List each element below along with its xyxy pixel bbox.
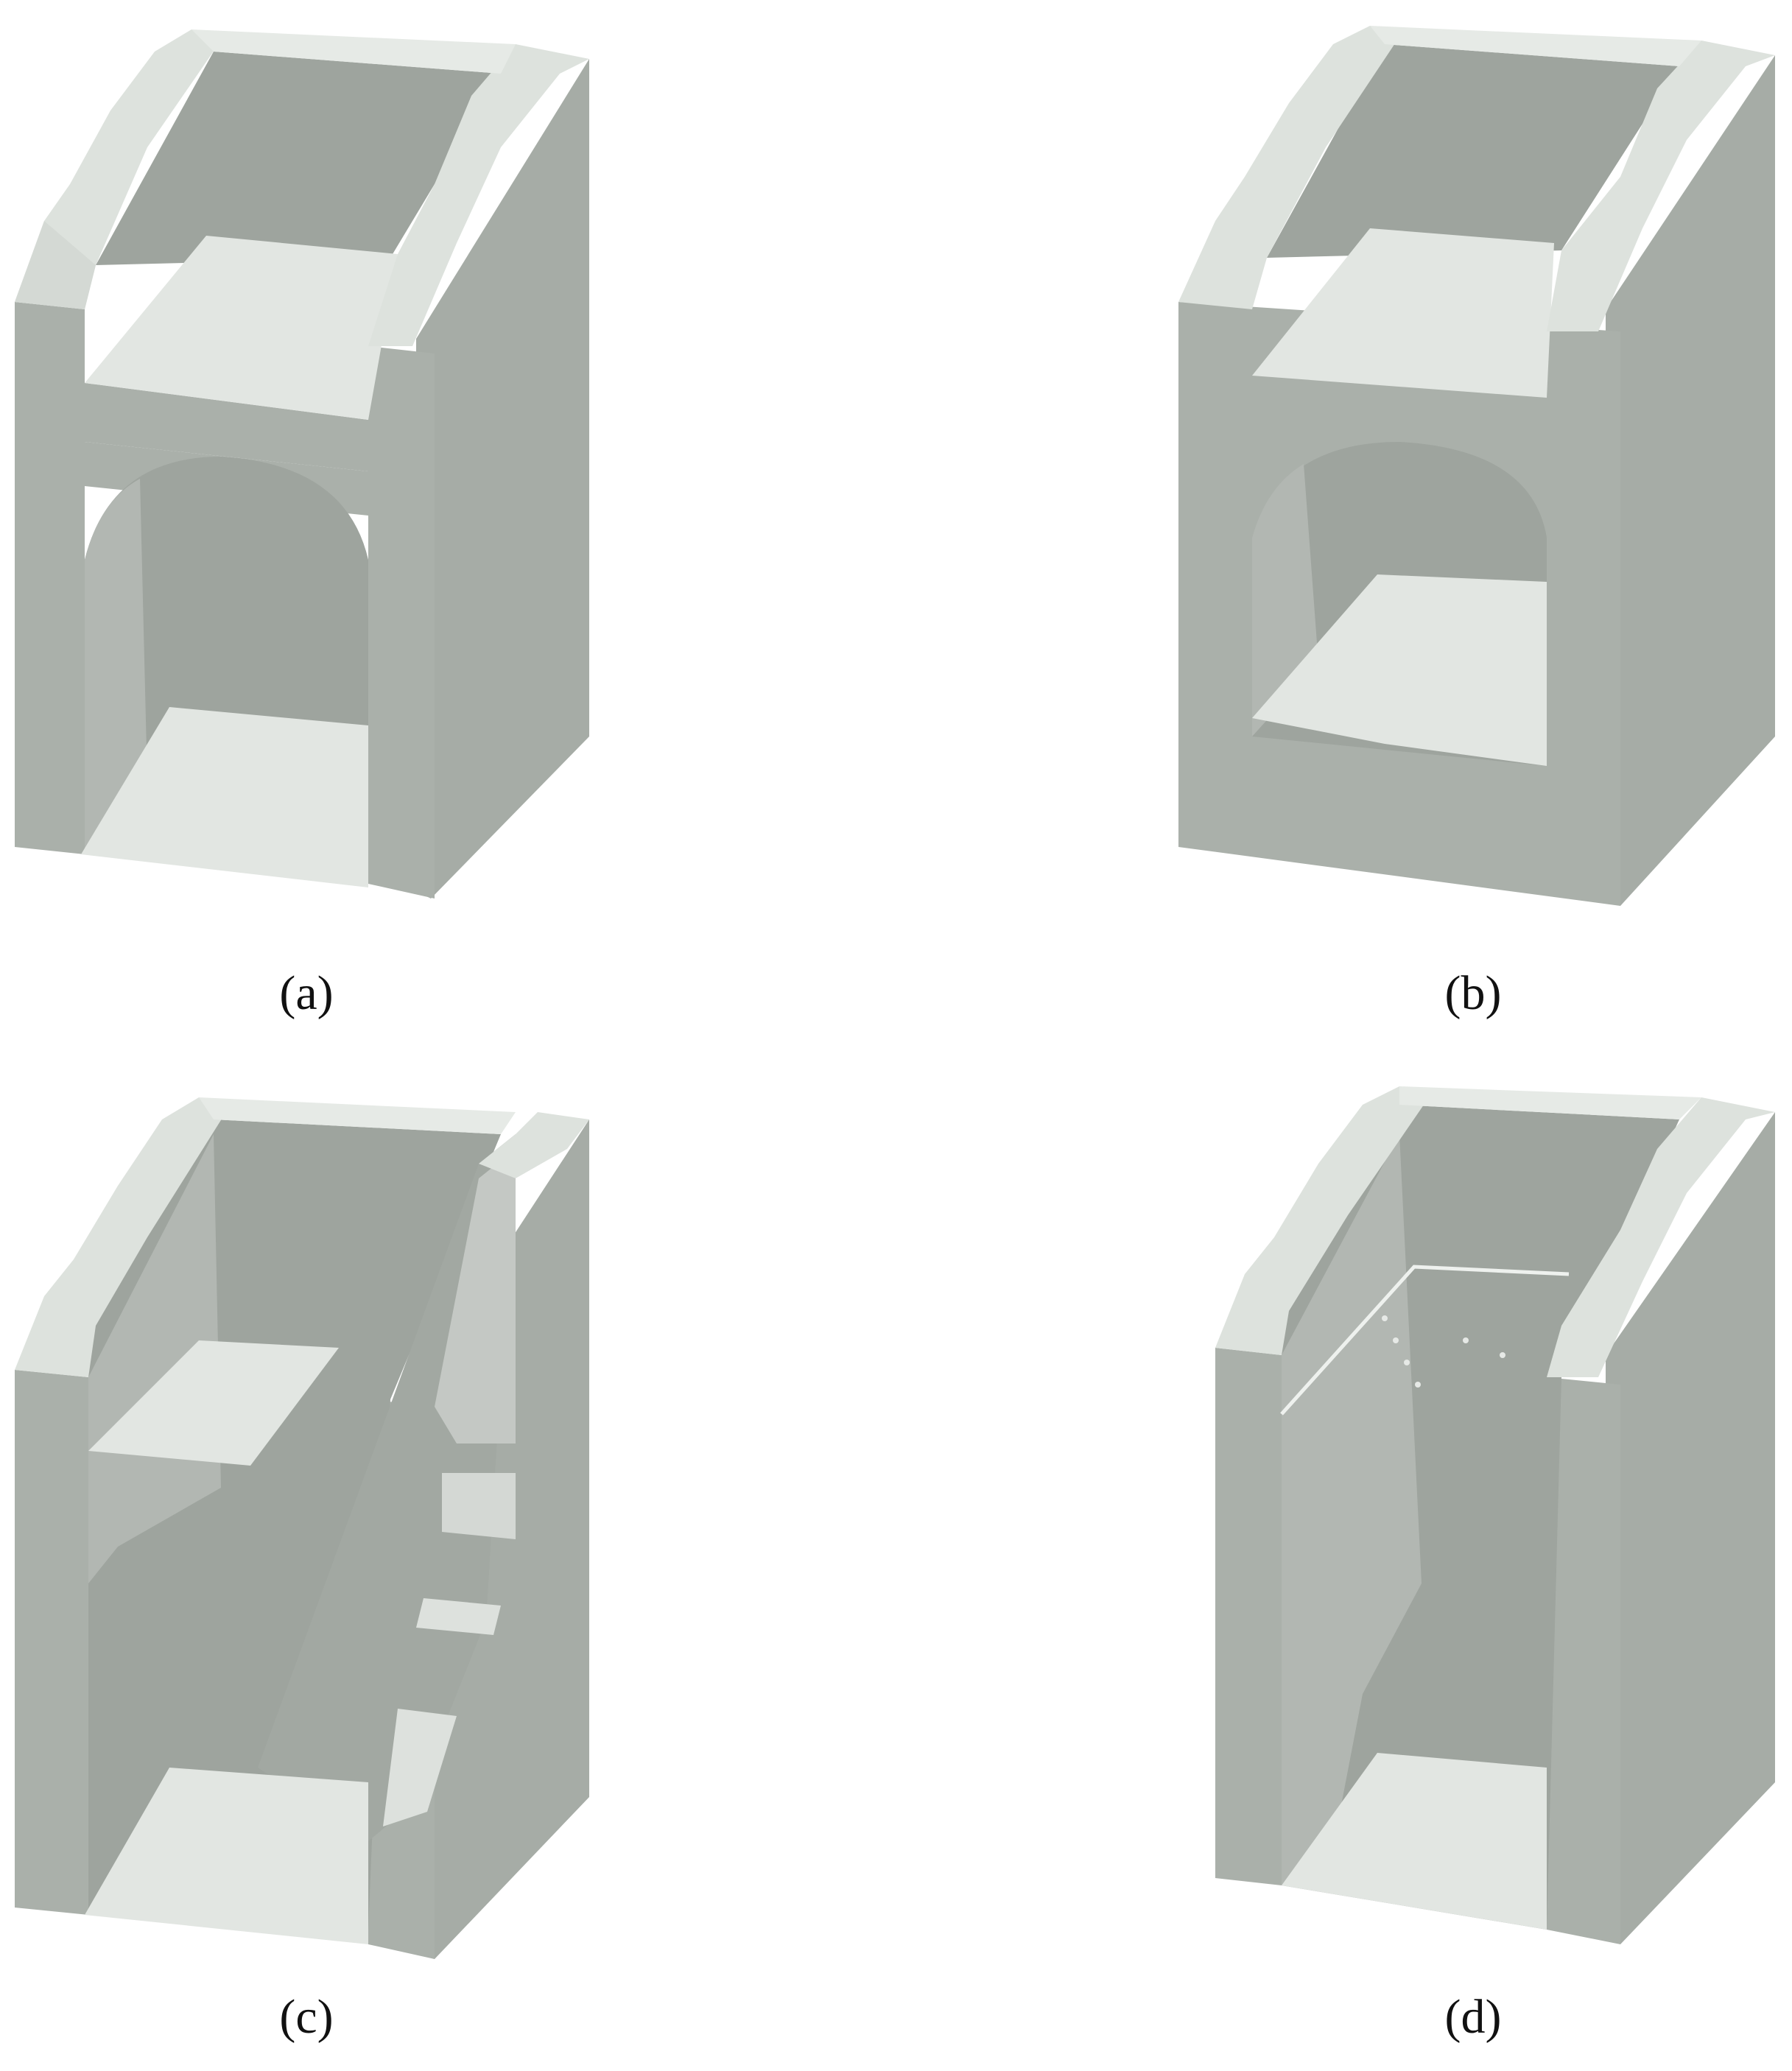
panel-a-caption: (a) (279, 966, 333, 1020)
panel-b-model (1178, 26, 1775, 906)
panel-c-model (15, 1097, 589, 1959)
panel-d-caption: (d) (1445, 1990, 1502, 2044)
panel-c-caption: (c) (279, 1990, 333, 2044)
panel-b-caption: (b) (1445, 966, 1502, 1020)
panel-a-model (15, 29, 589, 899)
panel-d-model (1215, 1086, 1775, 1944)
